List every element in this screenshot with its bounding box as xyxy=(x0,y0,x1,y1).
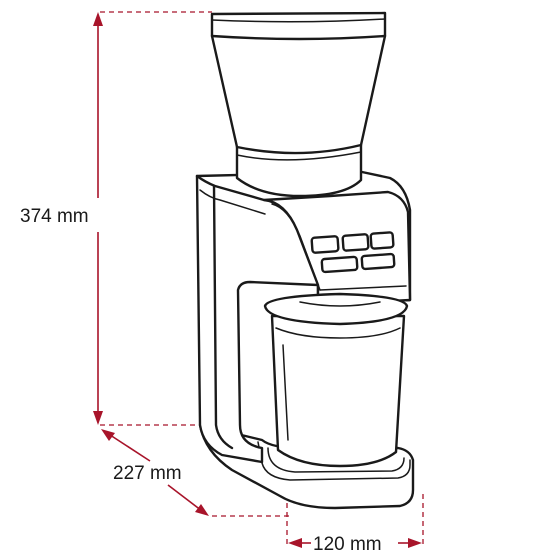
depth-dimension: 227 mm xyxy=(101,429,290,517)
bean-hopper xyxy=(210,11,387,198)
container-highlight xyxy=(282,344,289,441)
hopper-collar-line xyxy=(236,151,362,161)
width-dimension: 120 mm xyxy=(286,494,424,555)
hopper-lid-top xyxy=(211,18,386,23)
depth-bottom-arrow-icon xyxy=(195,504,209,516)
panel-lower-edge xyxy=(319,285,407,291)
container-spout xyxy=(299,301,381,307)
base-drip-tray-inner xyxy=(267,447,405,473)
panel-button-1-icon[interactable] xyxy=(310,235,340,254)
coffee-grinder-drawing xyxy=(195,11,415,510)
housing-side-highlight xyxy=(199,189,266,215)
grounds-container xyxy=(263,292,409,468)
control-panel xyxy=(262,190,412,307)
panel-button-4-icon[interactable] xyxy=(320,255,359,274)
width-label: 120 mm xyxy=(313,534,382,555)
hopper-body xyxy=(210,11,387,155)
hopper-lid-edge xyxy=(210,34,387,41)
height-label: 374 mm xyxy=(20,206,89,227)
depth-label: 227 mm xyxy=(113,463,182,484)
height-dimension: 374 mm xyxy=(20,11,212,426)
height-top-arrow-icon xyxy=(93,12,103,26)
housing-front-edge xyxy=(212,184,234,450)
base-drip-tray xyxy=(257,441,411,481)
panel-bevel xyxy=(271,203,321,291)
width-left-arrow-icon xyxy=(288,538,302,548)
height-bottom-arrow-icon xyxy=(93,411,103,425)
panel-button-5-icon[interactable] xyxy=(360,252,396,271)
container-rim xyxy=(263,292,409,326)
panel-button-3-icon[interactable] xyxy=(369,231,395,250)
depth-top-arrow-icon xyxy=(101,429,115,441)
width-right-arrow-icon xyxy=(408,538,422,548)
panel-button-2-icon[interactable] xyxy=(341,233,370,252)
container-body xyxy=(270,314,406,468)
container-rim-inner xyxy=(275,327,401,339)
